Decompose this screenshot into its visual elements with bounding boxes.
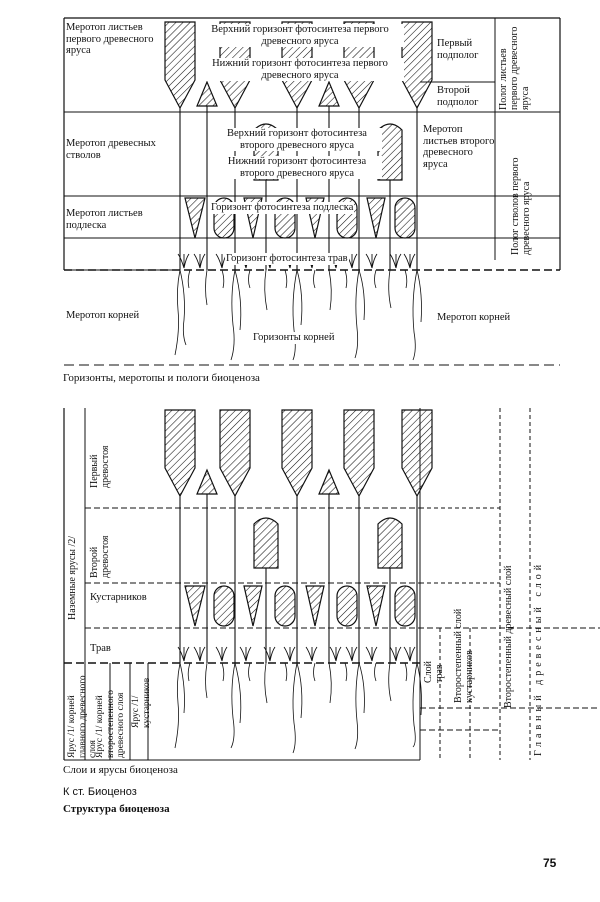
label-grass-layer: Слой трав [423, 660, 445, 683]
crown-triangle-2 [318, 80, 340, 107]
label-second-tree-stand: Второй древостоя [89, 535, 111, 578]
label-main-tree-layer: Главный древесный слой [533, 560, 544, 756]
crown2-tri-1 [196, 468, 218, 495]
shrub-oval-4 [394, 197, 416, 239]
caption-diagram-1: Горизонты, меротопы и пологи биоценоза [63, 372, 260, 384]
crown-triangle-1 [196, 80, 218, 107]
label-root-tier-secondary: Ярус /1/ корней второстепенного древесно… [95, 690, 126, 758]
label-ground-tiers: Наземные ярусы /2/ [67, 535, 78, 620]
page-number: 75 [543, 856, 557, 870]
label-shrub-layer: Второстепенный слой кустарников [453, 608, 475, 703]
label-canopy-trunks: Полог стволов первого древесного яруса [510, 157, 532, 255]
shrub2-tri-4 [366, 585, 386, 627]
shrub2-oval-4 [394, 585, 416, 627]
horizon-grass: Горизонт фотосинтеза трав [225, 253, 349, 265]
crown2-tall-4 [343, 409, 375, 498]
grass-tufts-2 [177, 646, 416, 662]
label-tier-grass: Трав [90, 643, 111, 654]
shrub2-tri-1 [184, 585, 206, 627]
crown2-tall-2 [219, 409, 251, 498]
crown2-second-1 [253, 517, 279, 569]
label-merotope-roots-left: Меротоп корней [66, 310, 140, 321]
label-merotope-undergrowth: Меротоп листьев подлеска [66, 208, 143, 231]
label-canopy-leaves: Полог листьев первого древесного яруса [498, 26, 531, 110]
shrub2-oval-2 [274, 585, 296, 627]
horizon-lower-second: Нижний горизонт фотосинтеза второго древ… [212, 156, 382, 179]
shrub2-tri-3 [305, 585, 325, 627]
footer-reference: К ст. Биоценоз [63, 786, 137, 798]
label-merotope-trunks: Меротоп древесных стволов [66, 138, 156, 161]
roots [174, 269, 422, 361]
diagram-layers-tiers: Наземные ярусы /2/ Ярус /1/ корней главн… [0, 398, 600, 770]
footer-title: Структура биоценоза [63, 803, 170, 815]
crown2-tall-1 [164, 409, 196, 498]
shrub2-oval-3 [336, 585, 358, 627]
label-tier-shrubs: Кустарников [90, 592, 147, 603]
shrub-tri-1 [184, 197, 206, 239]
label-root-tier-main: Ярус /1/ корней главного древесного слоя [67, 675, 98, 758]
diagram-2-graphic [63, 408, 600, 761]
label-merotope-second-leaves: Меротоп листьев второго древесного яруса [423, 124, 495, 170]
horizon-undergrowth: Горизонт фотосинтеза подлеска [210, 202, 355, 214]
shrub2-tri-2 [243, 585, 263, 627]
label-second-subcanopy: Второй подполог [437, 85, 479, 108]
crown-tall-1 [164, 21, 196, 110]
label-merotope-roots-right: Меротоп корней [437, 312, 511, 323]
caption-diagram-2: Слои и ярусы биоценоза [63, 764, 178, 776]
horizon-upper-first: Верхний горизонт фотосинтеза первого дре… [196, 24, 404, 47]
label-first-subcanopy: Первый подполог [437, 38, 479, 61]
shrub-tri-4 [366, 197, 386, 239]
crown2-tri-2 [318, 468, 340, 495]
diagram-horizons-merotopes: Меротоп листьев первого древесного яруса… [0, 0, 600, 390]
horizon-roots: Горизонты корней [252, 332, 336, 344]
roots-2 [174, 662, 422, 754]
crown2-tall-3 [281, 409, 313, 498]
crown2-second-2 [377, 517, 403, 569]
label-secondary-tree-layer: Второстепенный древесный слой [503, 565, 514, 709]
crown2-tall-5 [401, 409, 433, 498]
horizon-upper-second: Верхний горизонт фотосинтеза второго дре… [212, 128, 382, 151]
label-first-tree-stand: Первый древостоя [89, 445, 111, 488]
label-root-tier-shrub: Ярус /1/ кустарников [131, 677, 152, 728]
label-merotope-leaves-first: Меротоп листьев первого древесного яруса [66, 22, 154, 56]
horizon-lower-first: Нижний горизонт фотосинтеза первого древ… [196, 58, 404, 81]
shrub2-oval-1 [213, 585, 235, 627]
crown-tall-5 [401, 21, 433, 110]
